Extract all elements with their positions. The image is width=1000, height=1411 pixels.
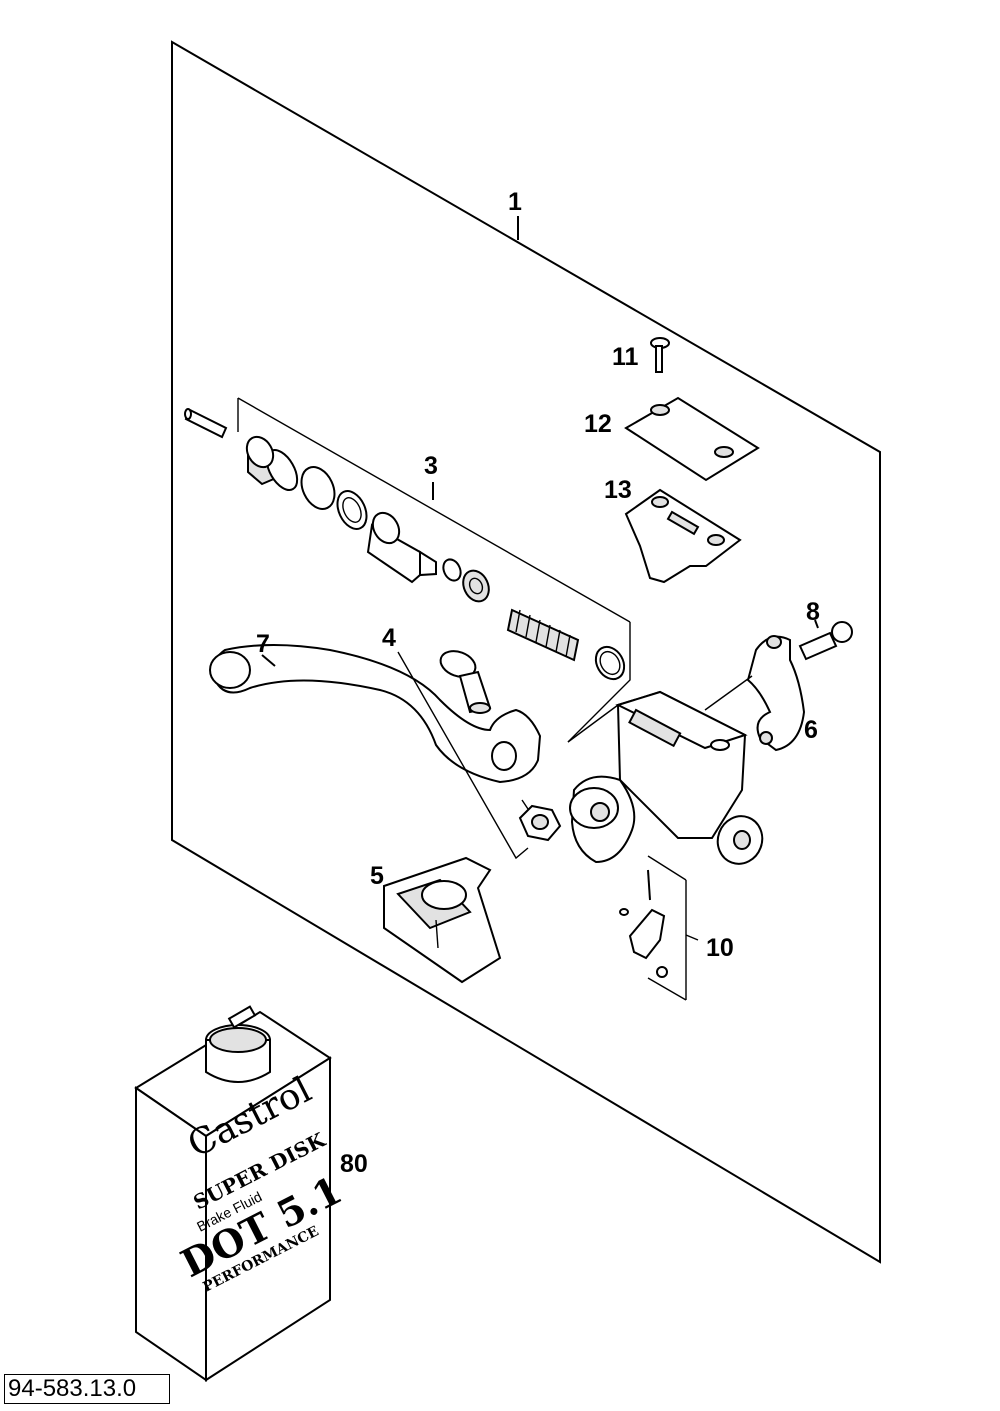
washer-a <box>442 558 462 582</box>
label-1: 1 <box>508 188 522 216</box>
leader-4 <box>397 651 529 860</box>
brake-lever <box>209 644 542 784</box>
pivot-bolt <box>439 650 492 714</box>
o-ring <box>594 645 626 681</box>
clamp-6 <box>746 635 806 752</box>
brake-fluid-can <box>134 1005 332 1382</box>
seal-ring-a <box>300 466 336 510</box>
spring-part <box>506 608 580 662</box>
pivot-nut <box>518 804 562 842</box>
brake-switch-10 <box>619 869 668 978</box>
cup-part <box>245 435 299 491</box>
label-12: 12 <box>584 410 612 438</box>
document-number: 94-583.13.0 <box>4 1374 170 1404</box>
reservoir-cap-12 <box>624 396 760 482</box>
washer-b <box>462 569 490 603</box>
label-7: 7 <box>256 630 270 658</box>
label-3: 3 <box>424 452 438 480</box>
assembly-outline <box>171 40 881 1264</box>
label-5: 5 <box>370 862 384 890</box>
label-6: 6 <box>804 716 818 744</box>
cap-screw-11 <box>650 337 670 373</box>
label-8: 8 <box>806 598 820 626</box>
leader-8 <box>814 619 819 629</box>
diaphragm-13 <box>624 488 742 584</box>
label-80: 80 <box>340 1150 368 1178</box>
leader-10 <box>685 934 699 941</box>
seal-ring-b <box>336 490 368 530</box>
leader-7 <box>261 654 276 667</box>
lever-cover-5 <box>383 856 502 984</box>
label-11: 11 <box>612 343 639 371</box>
label-13: 13 <box>604 476 632 504</box>
pin-part <box>184 408 228 439</box>
label-4: 4 <box>382 624 396 652</box>
kit-bracket-10 <box>647 855 687 881</box>
label-10: 10 <box>706 934 734 962</box>
screw-8 <box>798 621 853 661</box>
piston-part <box>366 511 437 584</box>
master-cylinder-body <box>569 690 764 865</box>
